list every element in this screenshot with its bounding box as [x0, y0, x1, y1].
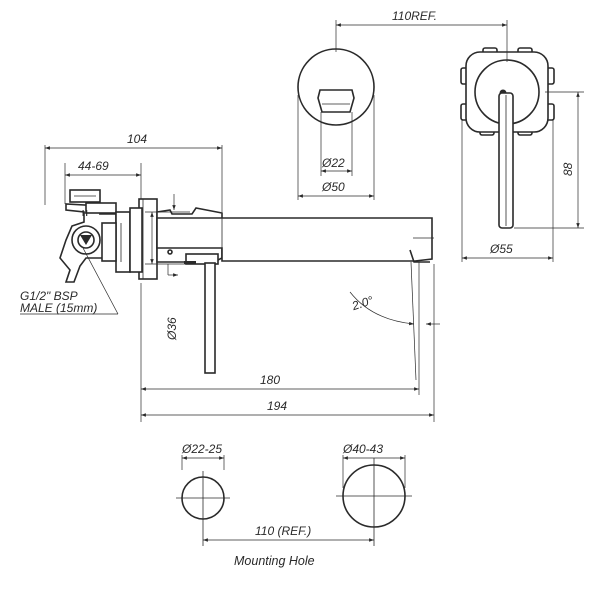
dim-diameter-22: Ø22 — [320, 112, 353, 176]
dim-diameter-55: Ø55 — [461, 120, 554, 262]
mounting-hole-caption: Mounting Hole — [234, 554, 315, 568]
dim-text-88: 88 — [561, 162, 575, 176]
dim-text-110-ref: 110REF. — [392, 9, 437, 23]
dim-text-22: Ø22 — [321, 156, 345, 170]
side-view-mixer — [460, 47, 555, 229]
dim-angle: 2.0° — [349, 261, 440, 395]
svg-text:H: H — [82, 209, 88, 218]
dim-length-180: 180 — [140, 283, 419, 422]
dim-text-angle: 2.0° — [349, 293, 375, 313]
dim-diameter-50: Ø50 — [297, 95, 375, 200]
dim-width-104: 104 — [44, 132, 223, 212]
dim-110-ref-bottom: 110 (REF.) — [203, 524, 374, 542]
mounting-hole-small: Ø22-25 — [176, 442, 230, 546]
dim-text-104: 104 — [127, 132, 147, 146]
dim-110-ref-top: 110REF. — [335, 9, 508, 62]
dim-text-194: 194 — [267, 399, 287, 413]
connection-label-line1: G1/2" BSP — [20, 289, 78, 303]
dim-text-110-ref-bottom: 110 (REF.) — [255, 524, 311, 538]
dim-height-88: 88 — [514, 91, 584, 229]
dim-text-50: Ø50 — [321, 180, 345, 194]
connection-callout: G1/2" BSP MALE (15mm) — [20, 247, 119, 315]
connection-label-line2: MALE (15mm) — [20, 301, 97, 315]
elevation-view: H — [59, 189, 434, 374]
dim-text-36: Ø36 — [165, 317, 179, 341]
dim-length-194: 194 — [141, 264, 435, 422]
dim-text-44-69: 44-69 — [78, 159, 109, 173]
dim-text-55: Ø55 — [489, 242, 513, 256]
dim-text-hole-small: Ø22-25 — [181, 442, 222, 456]
dim-diameter-36: Ø36 — [145, 211, 190, 341]
front-view-plate — [297, 48, 375, 126]
dim-text-180: 180 — [260, 373, 280, 387]
mounting-hole-large: Ø40-43 — [336, 442, 412, 546]
dim-width-44-69: 44-69 — [64, 159, 142, 204]
dim-text-hole-large: Ø40-43 — [342, 442, 383, 456]
